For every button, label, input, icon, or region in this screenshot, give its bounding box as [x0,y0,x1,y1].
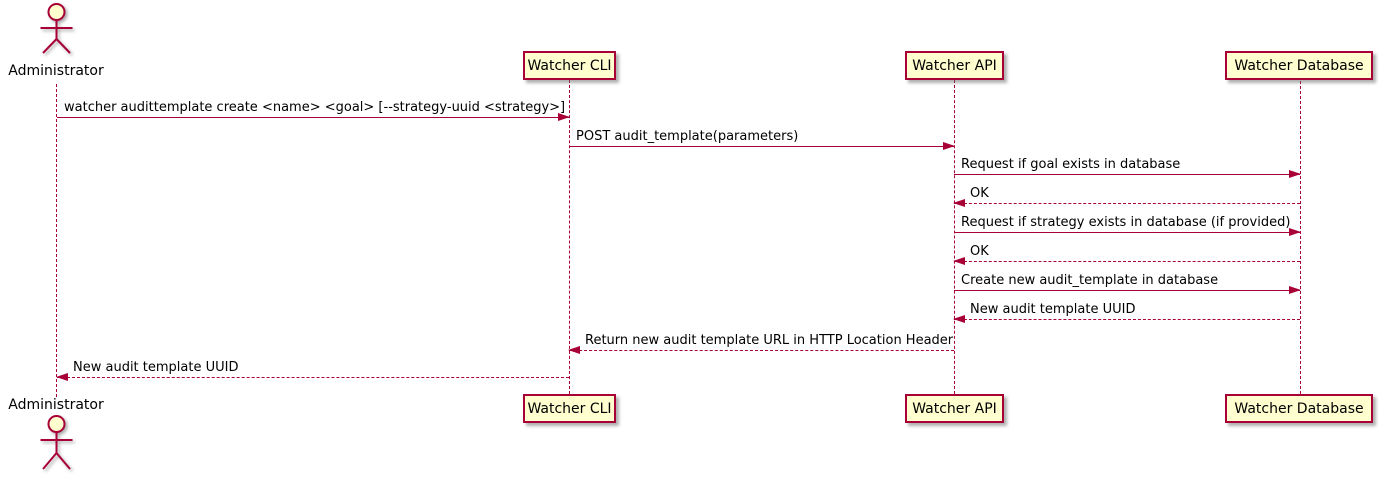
message-label: Return new audit template URL in HTTP Lo… [585,333,954,348]
message-new-audit-template-uuid-db: New audit template UUID [953,302,1300,323]
lifeline-administrator [56,84,57,397]
message-label: Request if goal exists in database [961,157,1181,172]
message-create-audit-template-db: Create new audit_template in database [954,273,1301,294]
message-post-audit-template: POST audit_template(parameters) [569,129,955,150]
actor-icon [40,3,73,54]
message-return-url-location-header: Return new audit template URL in HTTP Lo… [568,333,954,354]
participant-watcher-database-top: Watcher Database [1225,51,1373,80]
participant-watcher-api-top: Watcher API [905,51,1004,80]
message-create-audittemplate: watcher audittemplate create <name> <goa… [57,100,570,121]
actor-label-bottom: Administrator [8,397,104,413]
arrow-left [56,373,569,381]
arrow-right [954,170,1301,178]
participant-watcher-database-bottom: Watcher Database [1225,394,1373,423]
lifeline-watcher-api [954,80,955,394]
message-request-goal-exists: Request if goal exists in database [954,157,1301,178]
arrow-left [953,315,1300,323]
arrow-right [954,228,1301,236]
message-request-strategy-exists: Request if strategy exists in database (… [954,215,1301,236]
message-label: POST audit_template(parameters) [576,129,799,144]
actor-icon [40,415,73,470]
message-label: OK [970,244,989,259]
message-label: New audit template UUID [73,360,239,375]
arrow-left [953,199,1300,207]
arrow-left [568,346,954,354]
participant-watcher-api-bottom: Watcher API [905,394,1004,423]
arrow-right [57,113,570,121]
message-label: watcher audittemplate create <name> <goa… [64,100,566,115]
participant-watcher-cli-bottom: Watcher CLI [523,394,616,423]
lifeline-watcher-database [1300,81,1301,394]
message-new-audit-template-uuid-admin: New audit template UUID [56,360,569,381]
message-ok-goal: OK [953,186,1300,207]
actor-label-top: Administrator [8,63,104,79]
arrow-right [954,286,1301,294]
arrow-left [953,257,1300,265]
message-label: Create new audit_template in database [961,273,1219,288]
message-ok-strategy: OK [953,244,1300,265]
lifeline-watcher-cli [569,80,570,394]
message-label: Request if strategy exists in database (… [961,215,1291,230]
participant-watcher-cli-top: Watcher CLI [523,51,616,80]
arrow-right [569,142,955,150]
message-label: New audit template UUID [970,302,1136,317]
message-label: OK [970,186,989,201]
